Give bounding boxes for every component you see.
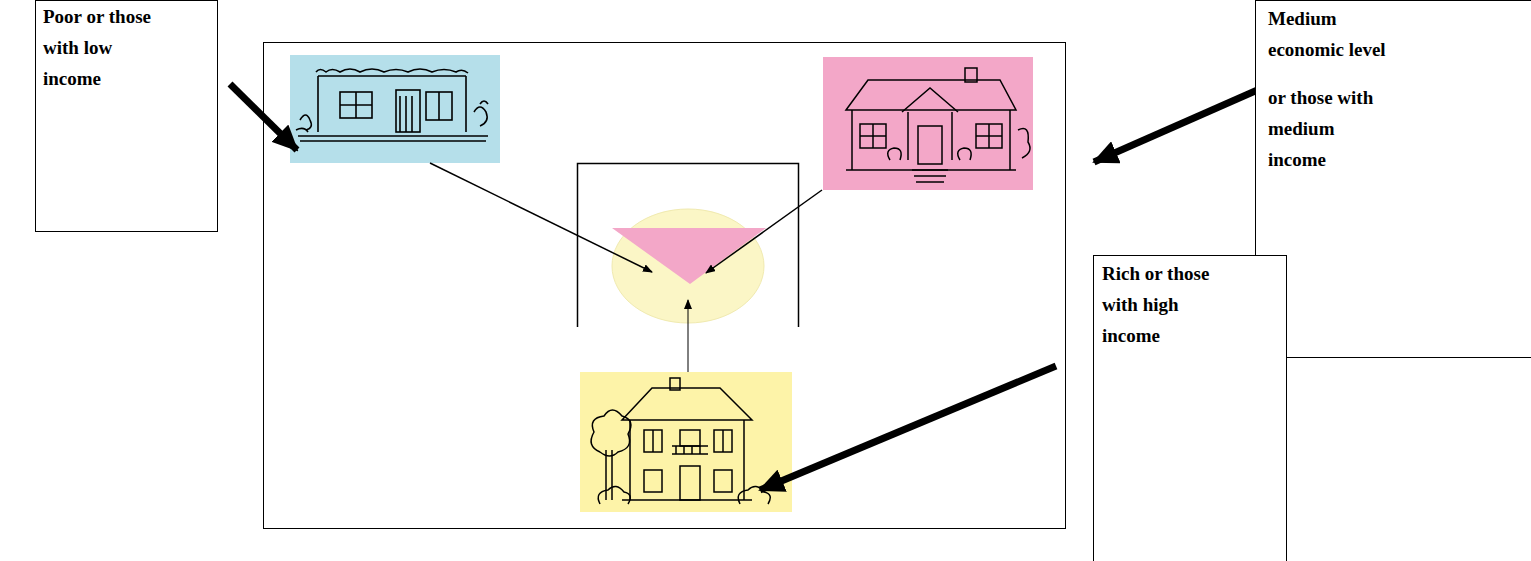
callout-text: or those with medium income (1268, 82, 1390, 175)
house-drawing (591, 378, 770, 504)
rich-house (580, 372, 792, 512)
house-drawing (296, 69, 488, 141)
house-background (823, 57, 1033, 190)
medium-house (823, 57, 1033, 190)
house-background (580, 372, 792, 512)
flow-arrow (430, 163, 652, 272)
callout-box: Rich or those with high income (1093, 255, 1287, 561)
leader-arrow (1094, 88, 1262, 162)
centre-figure (430, 163, 822, 372)
callout-box: Poor or those with low income (35, 0, 218, 232)
flow-arrow (706, 190, 822, 273)
house-drawing (846, 68, 1030, 182)
callout-text: Medium economic level (1268, 3, 1390, 65)
callout-text: Rich or those with high income (1102, 258, 1224, 351)
frame (264, 43, 1066, 529)
leader-arrow (230, 84, 297, 150)
house-background (290, 55, 500, 163)
pink-wedge (612, 228, 766, 284)
poor-house (290, 55, 500, 163)
flow-arrow (688, 300, 689, 372)
leader-arrow (760, 366, 1056, 490)
callout-text: Poor or those with low income (43, 1, 165, 94)
callout-box: Medium economic level or those with mediu… (1255, 0, 1531, 358)
